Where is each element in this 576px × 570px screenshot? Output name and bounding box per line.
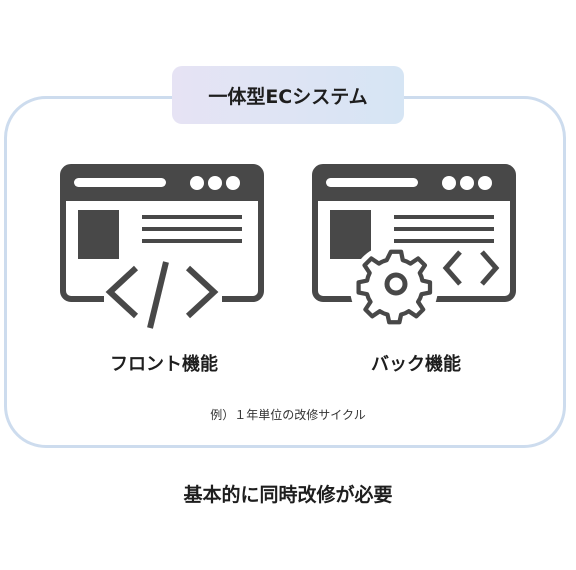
front-browser-illustration bbox=[60, 164, 266, 334]
gear-with-code-icon bbox=[312, 164, 516, 332]
example-note: 例）１年単位の改修サイクル bbox=[210, 408, 366, 422]
code-brackets-icon bbox=[60, 164, 264, 329]
front-function-label: フロント機能 bbox=[110, 354, 218, 375]
back-function-label: バック機能 bbox=[371, 354, 461, 375]
system-frame bbox=[4, 96, 566, 448]
back-browser-illustration bbox=[312, 164, 518, 334]
system-title-box: 一体型ECシステム bbox=[172, 66, 404, 124]
system-title: 一体型ECシステム bbox=[208, 85, 368, 108]
footer-caption: 基本的に同時改修が必要 bbox=[183, 484, 393, 506]
